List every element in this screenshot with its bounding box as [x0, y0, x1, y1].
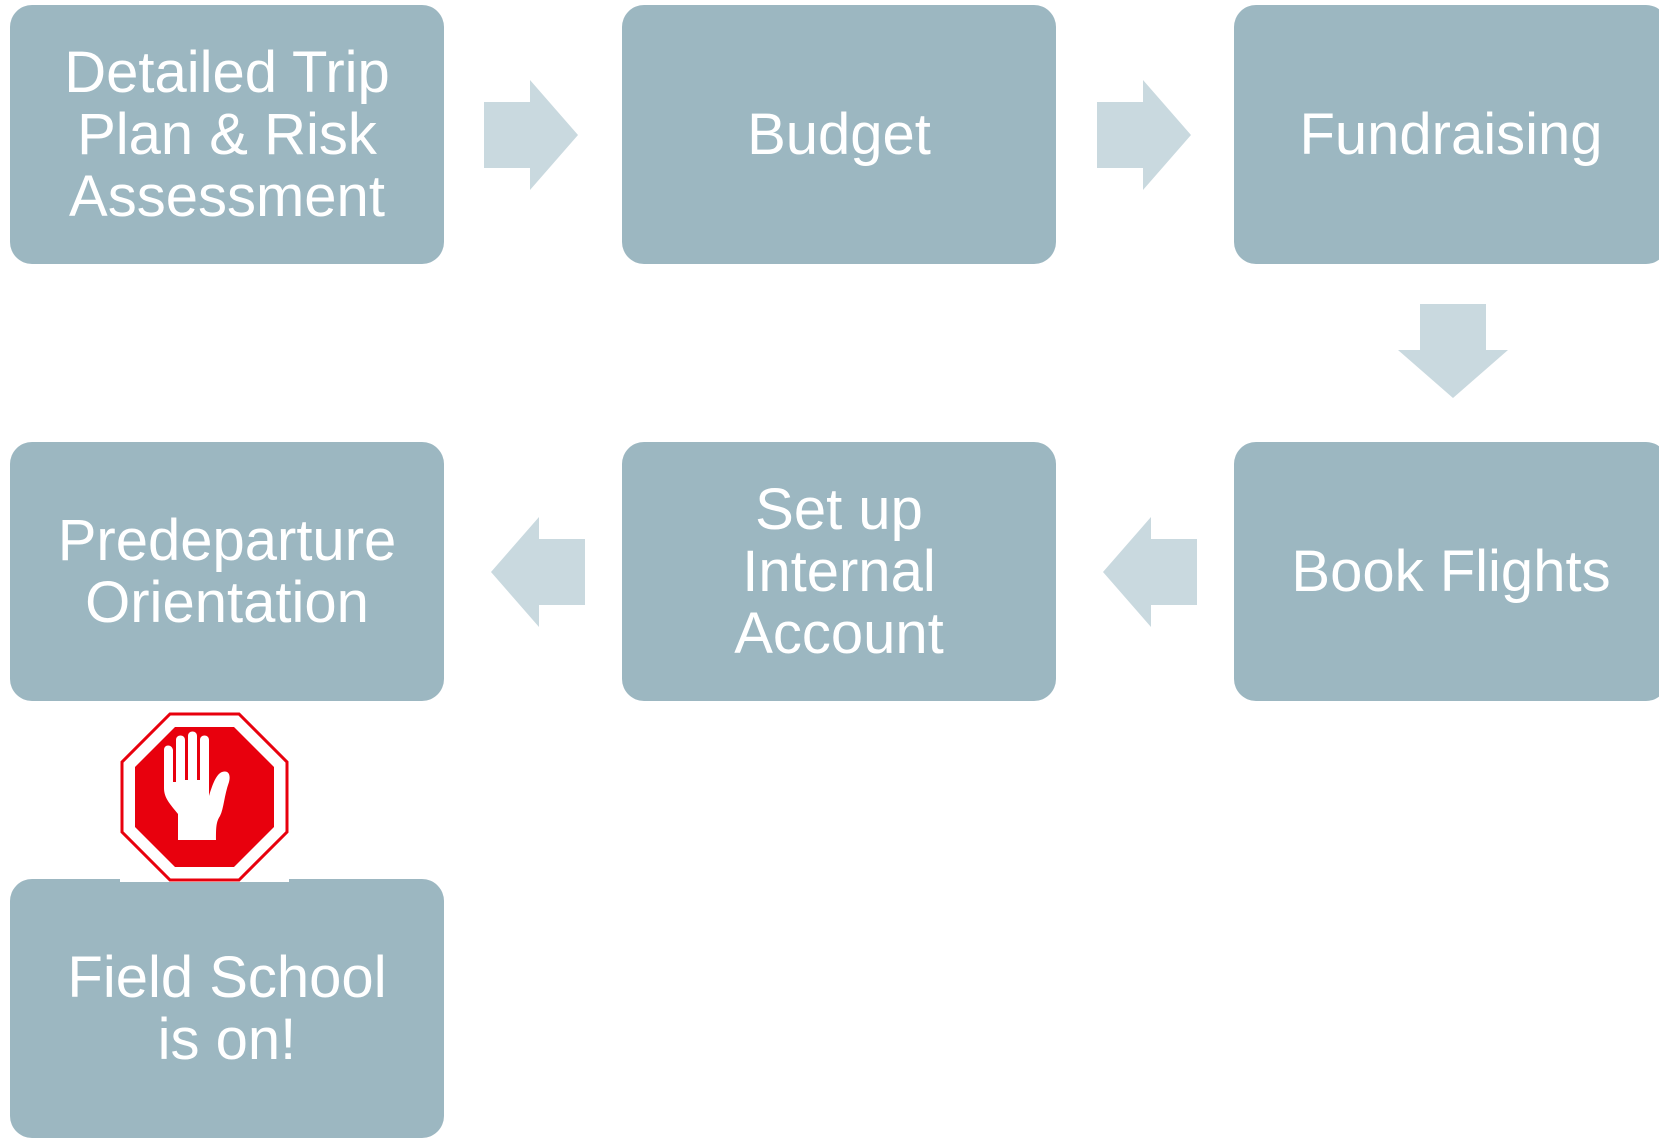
step-detailed-trip-plan: Detailed Trip Plan & Risk Assessment	[10, 5, 444, 264]
arrow-left-icon	[491, 517, 585, 627]
stop-hand-icon	[120, 712, 289, 882]
step-field-school: Field School is on!	[10, 879, 444, 1138]
step-fundraising: Fundraising	[1234, 5, 1659, 264]
arrow-right-icon	[484, 80, 578, 190]
step-predeparture-orientation: Predeparture Orientation	[10, 442, 444, 701]
arrow-right-icon	[1097, 80, 1191, 190]
arrow-left-icon	[1103, 517, 1197, 627]
arrow-down-icon	[1398, 304, 1508, 398]
step-book-flights: Book Flights	[1234, 442, 1659, 701]
step-budget: Budget	[622, 5, 1056, 264]
step-internal-account: Set up Internal Account	[622, 442, 1056, 701]
